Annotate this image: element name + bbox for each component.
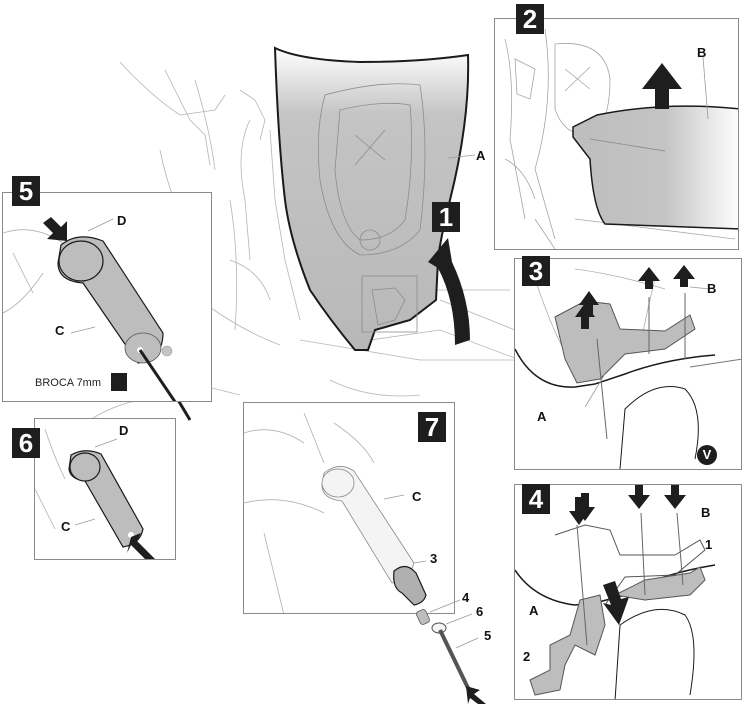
compartment-B bbox=[572, 105, 738, 230]
step-6-panel: D C bbox=[34, 418, 176, 560]
step-2-badge: 2 bbox=[516, 4, 544, 34]
panel-A-details bbox=[317, 83, 426, 333]
down-arrow-step5 bbox=[43, 217, 67, 241]
vehicle-marker-step3: V bbox=[697, 445, 717, 465]
step-5-panel: D C BROCA 7mm bbox=[2, 192, 212, 402]
step-1-badge: 1 bbox=[432, 202, 460, 232]
callout-D-step6: D bbox=[119, 423, 129, 438]
grip-C bbox=[57, 236, 164, 364]
step-4-illustration bbox=[515, 485, 716, 699]
step-3-panel: A B V bbox=[514, 258, 742, 470]
callout-A-main: A bbox=[476, 148, 486, 163]
step-6-badge: 6 bbox=[12, 428, 40, 458]
vehicle-marker-label-step7: V bbox=[261, 577, 270, 591]
grip-C-installed bbox=[321, 466, 415, 584]
up-arrows bbox=[575, 265, 695, 329]
callout-part-1: 1 bbox=[705, 537, 713, 552]
step-6-illustration bbox=[35, 428, 155, 559]
up-arrow bbox=[642, 63, 682, 109]
callout-B-step3: B bbox=[707, 281, 717, 296]
callout-part-5: 5 bbox=[484, 628, 492, 643]
callout-B-step4: B bbox=[701, 505, 711, 520]
callout-C-step7: C bbox=[412, 489, 422, 504]
rotate-arrow bbox=[428, 238, 470, 345]
hinge-bracket bbox=[554, 300, 696, 384]
callout-C-step6: C bbox=[61, 519, 71, 534]
bracket-2 bbox=[529, 594, 606, 696]
grip-C bbox=[68, 450, 144, 548]
step-5-illustration bbox=[3, 217, 177, 401]
push-arrow bbox=[127, 533, 155, 559]
callout-D-step5: D bbox=[117, 213, 127, 228]
step-5-badge: 5 bbox=[12, 176, 40, 206]
callout-part-4: 4 bbox=[462, 590, 470, 605]
step-7-illustration bbox=[244, 412, 427, 613]
step-7-badge: 7 bbox=[418, 412, 446, 442]
callout-part-6: 6 bbox=[476, 604, 484, 619]
callout-A-step4: A bbox=[529, 603, 539, 618]
callout-part-3: 3 bbox=[430, 551, 438, 566]
drill-size-caption: BROCA 7mm bbox=[35, 377, 102, 389]
callout-A-step3: A bbox=[537, 409, 547, 424]
drill-bit-icon bbox=[111, 373, 127, 391]
callout-B-step2: B bbox=[697, 45, 707, 60]
insert-part-3 bbox=[393, 565, 427, 606]
step-2-panel: B bbox=[494, 18, 739, 250]
step-3-illustration bbox=[515, 265, 741, 469]
callout-part-2: 2 bbox=[523, 649, 531, 664]
down-arrows bbox=[569, 485, 686, 625]
panel-A bbox=[273, 46, 470, 351]
step-4-panel: A B 1 2 bbox=[514, 484, 742, 700]
bracket-1 bbox=[613, 566, 706, 601]
step-4-badge: 4 bbox=[522, 484, 550, 514]
step-3-badge: 3 bbox=[522, 256, 550, 286]
step-2-illustration bbox=[504, 28, 738, 249]
callout-C-step5: C bbox=[55, 323, 65, 338]
